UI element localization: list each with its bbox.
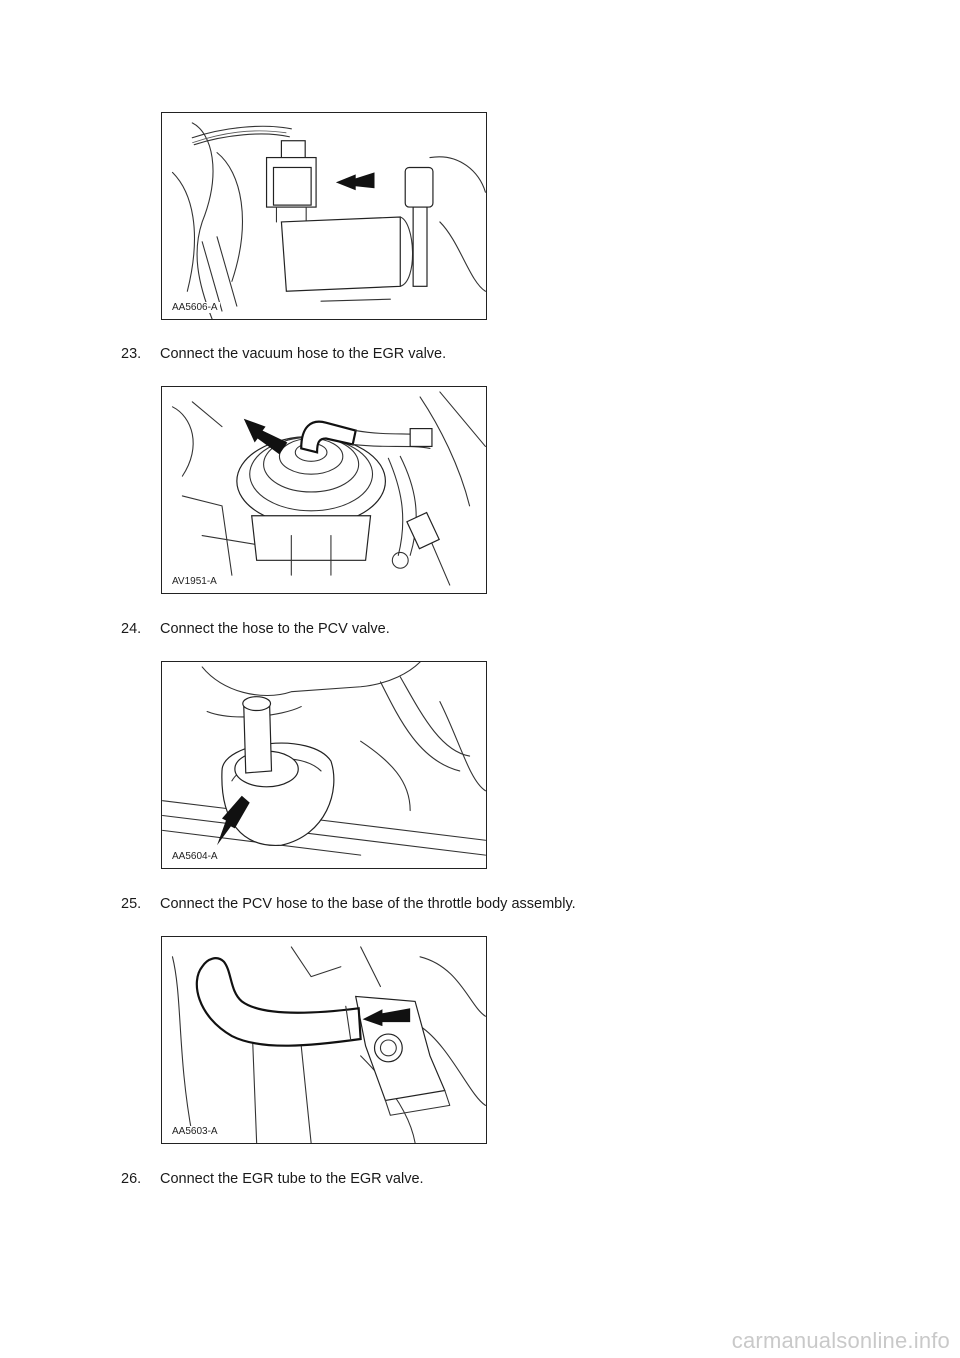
footer-watermark: carmanualsonline.info (731, 1328, 950, 1353)
step-number: 25. (121, 896, 142, 912)
step-number: 23. (121, 346, 142, 362)
figure-aa5604: AA5604-A (161, 661, 487, 869)
figure-aa5606: AA5606-A (161, 112, 487, 320)
step-number: 24. (121, 621, 142, 637)
illustration-pcv-valve (162, 662, 486, 856)
step-text: Connect the PCV hose to the base of the … (160, 896, 576, 912)
step-number: 26. (121, 1171, 142, 1187)
illustration-egr-valve (171, 391, 486, 586)
figure-aa5603: AA5603-A (161, 936, 487, 1144)
step-text: Connect the vacuum hose to the EGR valve… (160, 346, 447, 362)
figure-code: AV1951-A (170, 576, 219, 587)
step-text: Connect the hose to the PCV valve. (160, 621, 390, 637)
figure-code: AA5603-A (170, 1126, 220, 1137)
illustration-electrical-connector (171, 122, 486, 319)
step-26: 26. Connect the EGR tube to the EGR valve… (121, 1171, 424, 1187)
step-25: 25. Connect the PCV hose to the base of t… (121, 896, 576, 912)
figure-code: AA5606-A (170, 302, 220, 313)
figure-av1951: AV1951-A (161, 386, 487, 594)
step-23: 23. Connect the vacuum hose to the EGR va… (121, 346, 446, 362)
step-text: Connect the EGR tube to the EGR valve. (160, 1171, 424, 1187)
step-24: 24. Connect the hose to the PCV valve. (121, 621, 390, 637)
illustration-pcv-hose-throttle-body (171, 946, 486, 1143)
figure-code: AA5604-A (170, 851, 220, 862)
